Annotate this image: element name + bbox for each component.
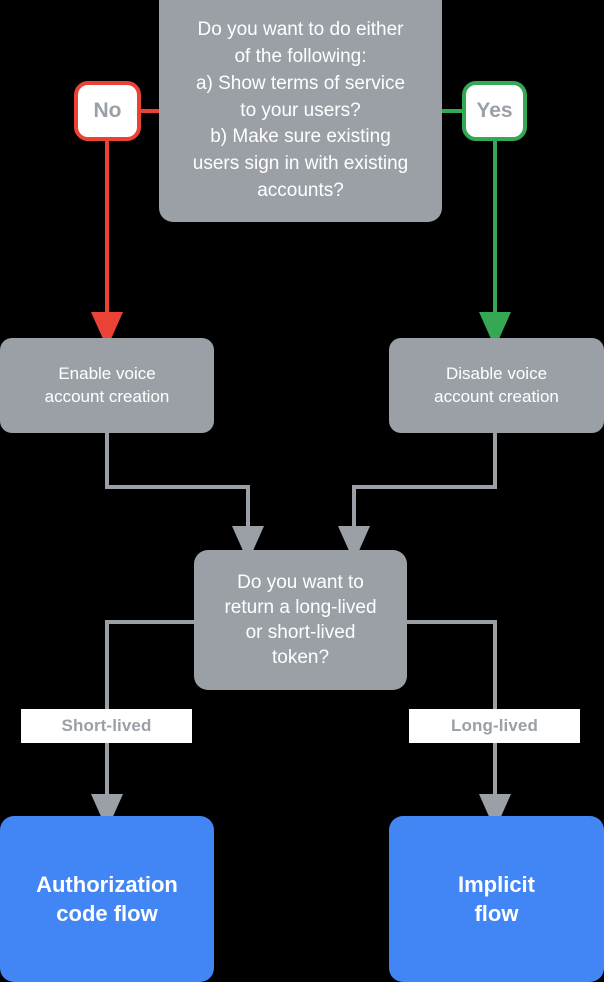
edge-label-long-lived-text: Long-lived: [451, 716, 538, 735]
edge-enable-to-token: [105, 433, 264, 562]
edge-label-short-lived: Short-lived: [21, 709, 192, 743]
branch-pill-yes-label: Yes: [476, 99, 513, 122]
result-node-auth-text: Authorization code flow: [36, 871, 178, 926]
branch-pill-no-label: No: [93, 99, 122, 122]
result-node-implicit-flow: Implicit flow: [389, 816, 604, 982]
action-node-disable-voice-account-creation: Disable voice account creation: [389, 338, 604, 433]
edge-label-short-lived-text: Short-lived: [61, 716, 152, 735]
action-node-enable-text: Enable voice account creation: [44, 364, 170, 406]
branch-pill-yes[interactable]: Yes: [462, 81, 527, 141]
result-node-authorization-code-flow: Authorization code flow: [0, 816, 214, 982]
branch-pill-no[interactable]: No: [74, 81, 141, 141]
decision-node-token-lifetime-question: Do you want to return a long-lived or sh…: [194, 550, 407, 690]
action-node-disable-text: Disable voice account creation: [434, 364, 559, 406]
result-node-implicit-text: Implicit flow: [457, 871, 535, 926]
action-node-enable-voice-account-creation: Enable voice account creation: [0, 338, 214, 433]
edge-label-long-lived: Long-lived: [409, 709, 580, 743]
edge-disable-to-token: [338, 433, 497, 562]
decision-node-token-text: Do you want to return a long-lived or sh…: [224, 571, 377, 669]
decision-node-account-creation-question: Do you want to do either of the followin…: [159, 0, 442, 222]
decision-node-text: Do you want to do either of the followin…: [192, 18, 409, 202]
